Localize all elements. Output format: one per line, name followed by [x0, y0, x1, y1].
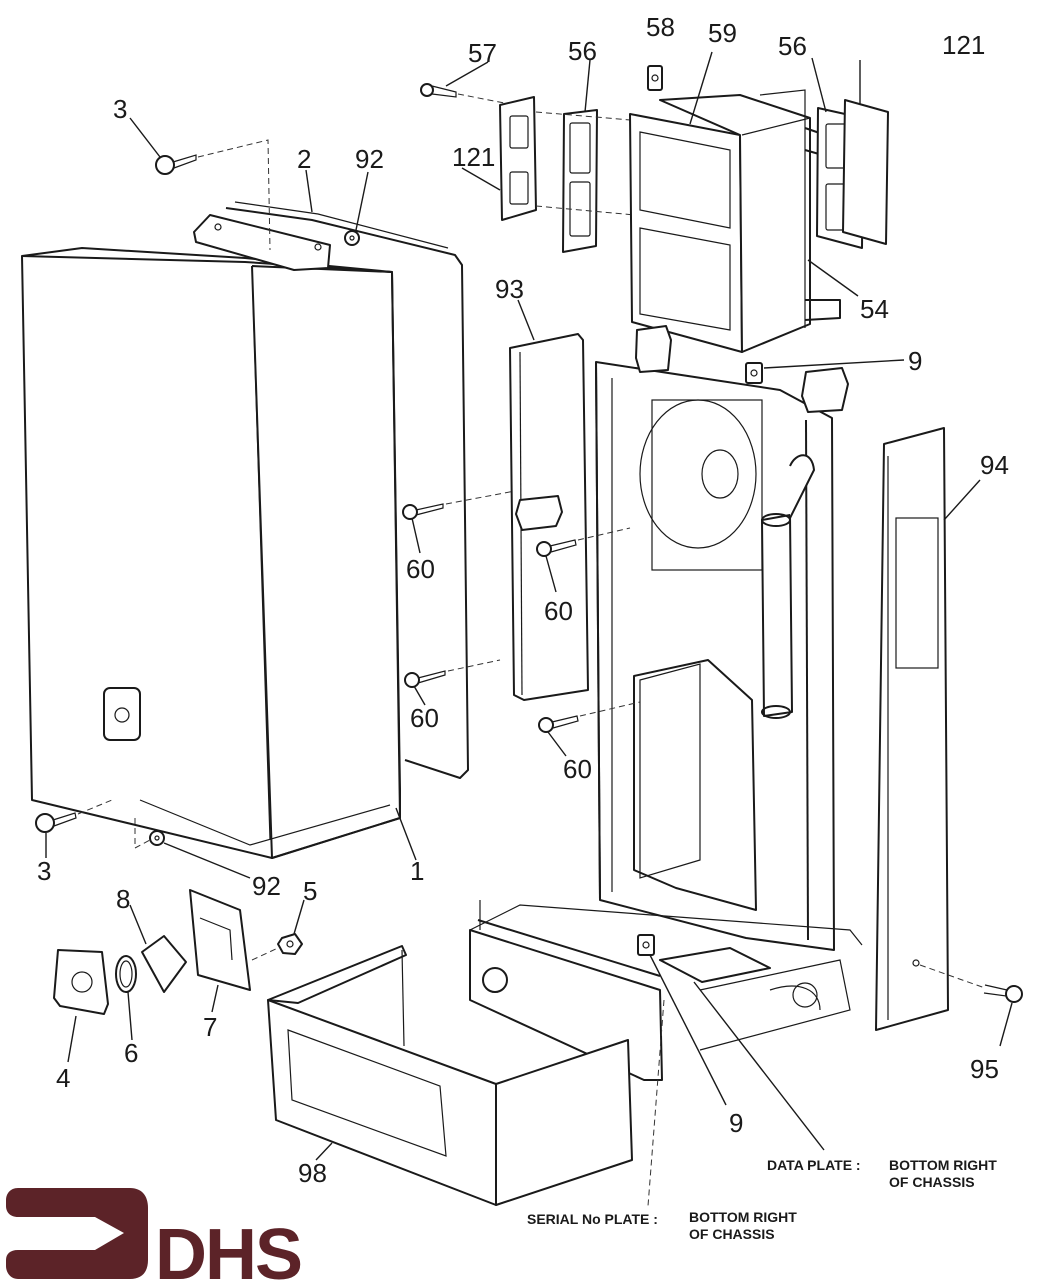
label-part-6: 6	[124, 1038, 138, 1068]
data-plate-line2: OF CHASSIS	[889, 1174, 975, 1190]
control-box	[469, 900, 863, 1081]
label-part-2: 2	[297, 144, 311, 174]
label-part-60-c: 60	[410, 703, 439, 733]
label-part-121-right: 121	[942, 30, 985, 60]
screw-part-3-top	[129, 117, 271, 251]
bottom-casing-part-98	[267, 945, 633, 1206]
logo-text: DHS	[155, 1215, 301, 1285]
label-part-93: 93	[495, 274, 524, 304]
label-part-92-bottom: 92	[252, 871, 281, 901]
clip-part-9-top	[745, 359, 905, 384]
clip-part-58	[647, 65, 663, 91]
logo-arrow-icon	[6, 1188, 148, 1279]
screw-part-95	[912, 959, 1023, 1047]
compression-nut-left	[515, 495, 563, 531]
serial-plate-line2: OF CHASSIS	[689, 1226, 775, 1242]
seal-ring-part-6	[115, 955, 137, 1041]
label-part-5: 5	[303, 876, 317, 906]
label-part-57: 57	[468, 38, 497, 68]
label-part-94: 94	[980, 450, 1009, 480]
label-part-58: 58	[646, 12, 675, 42]
data-plate-leader	[693, 981, 825, 1151]
data-plate-title: DATA PLATE :	[767, 1157, 861, 1173]
chassis-assembly	[515, 325, 849, 951]
label-part-4: 4	[56, 1063, 70, 1093]
washer-part-92-top	[344, 230, 360, 246]
case-access-window	[103, 687, 141, 741]
screw-part-60-c	[536, 527, 631, 593]
label-part-92-top: 92	[355, 144, 384, 174]
outer-case-part-1	[21, 247, 401, 859]
label-part-56-left: 56	[568, 36, 597, 66]
gasket-part-121-left	[461, 96, 537, 221]
label-part-56-right: 56	[778, 31, 807, 61]
label-part-7: 7	[203, 1012, 217, 1042]
serial-plate-title: SERIAL No PLATE :	[527, 1211, 658, 1227]
washer-part-92-bottom	[149, 830, 165, 846]
data-plate-line1: BOTTOM RIGHT	[889, 1157, 997, 1173]
label-part-9-bottom: 9	[729, 1108, 743, 1138]
screw-part-3-bottom	[35, 799, 113, 858]
bracket-part-7	[189, 889, 251, 1013]
serial-plate-leader	[647, 999, 665, 1207]
label-part-3-bottom: 3	[37, 856, 51, 886]
screw-part-60-b	[404, 659, 501, 706]
screw-part-60-a	[402, 489, 521, 554]
label-part-8: 8	[116, 884, 130, 914]
label-part-60-b: 60	[544, 596, 573, 626]
window-part-8	[129, 904, 187, 993]
label-part-1: 1	[410, 856, 424, 886]
label-part-59: 59	[708, 18, 737, 48]
label-part-98: 98	[298, 1158, 327, 1188]
dhs-logo: DHS	[6, 1188, 303, 1285]
side-panel-part-94	[875, 427, 981, 1031]
screw-part-60-d	[538, 701, 641, 757]
data-plate-note: DATA PLATE : BOTTOM RIGHT OF CHASSIS	[767, 1157, 997, 1190]
data-plate	[659, 947, 771, 983]
gasket-part-121-right	[842, 60, 889, 245]
label-part-121-left: 121	[452, 142, 495, 172]
part-labels: 1 2 3 3 4 5 6 7 8 9 9 54 56 56 57 58 59 …	[37, 12, 1009, 1188]
label-part-54: 54	[860, 294, 889, 324]
label-part-9-top: 9	[908, 346, 922, 376]
serial-plate-line1: BOTTOM RIGHT	[689, 1209, 797, 1225]
clip-part-9-bottom	[637, 934, 727, 1106]
turret-frame-part-59	[629, 51, 811, 353]
access-cover-part-4	[53, 949, 109, 1063]
compression-nut-left-top	[635, 325, 672, 373]
serial-plate-note: SERIAL No PLATE : BOTTOM RIGHT OF CHASSI…	[527, 1209, 797, 1242]
gasket-part-56-left	[535, 59, 691, 253]
label-part-3-top: 3	[113, 94, 127, 124]
nut-part-5	[251, 899, 305, 961]
top-bracket-part-2	[193, 169, 469, 779]
compression-nut-right-top	[801, 367, 849, 413]
label-part-60-d: 60	[563, 754, 592, 784]
label-part-60-a: 60	[406, 554, 435, 584]
label-part-95: 95	[970, 1054, 999, 1084]
